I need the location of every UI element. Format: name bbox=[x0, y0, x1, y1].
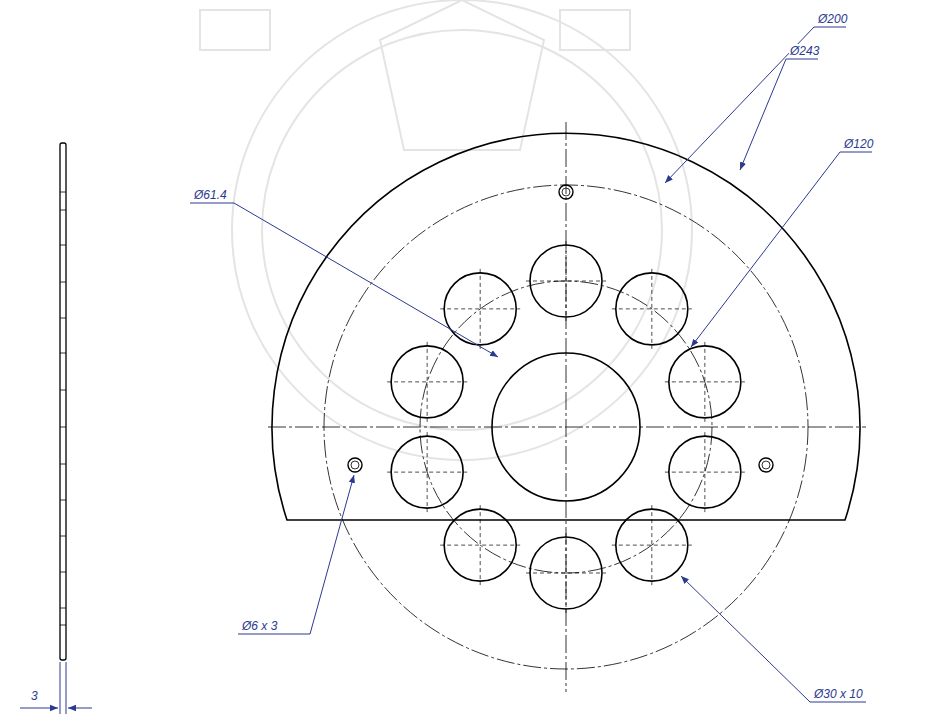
bolt-hole bbox=[440, 269, 520, 349]
small-hole bbox=[559, 185, 573, 199]
hidden-edge bbox=[60, 427, 66, 428]
hidden-edge bbox=[60, 500, 66, 501]
bolt-hole bbox=[665, 432, 745, 512]
dimension-label: Ø243 bbox=[789, 44, 820, 58]
hidden-edge bbox=[60, 210, 66, 211]
hidden-edge bbox=[60, 625, 66, 626]
bolt-hole bbox=[387, 432, 467, 512]
hidden-edge bbox=[60, 608, 66, 609]
hidden-edge bbox=[60, 572, 66, 573]
bolt-hole bbox=[526, 533, 606, 613]
hidden-edge bbox=[60, 353, 66, 354]
hidden-edge bbox=[60, 192, 66, 193]
dimension-label: Ø30 x 10 bbox=[813, 687, 864, 701]
hidden-edge bbox=[60, 464, 66, 465]
dimension-label: Ø120 bbox=[843, 137, 874, 151]
centerlines bbox=[268, 122, 866, 692]
pitch-circle-120 bbox=[420, 281, 712, 573]
hidden-edge bbox=[60, 390, 66, 391]
side-view bbox=[60, 143, 66, 660]
dimension-label: Ø200 bbox=[817, 12, 848, 26]
bolt-hole bbox=[526, 241, 606, 321]
bolt-hole bbox=[440, 505, 520, 585]
hidden-edge bbox=[60, 245, 66, 246]
dimension-label: 3 bbox=[30, 689, 39, 703]
hidden-edge bbox=[60, 282, 66, 283]
leader-lines bbox=[20, 27, 872, 714]
bolt-hole bbox=[612, 505, 692, 585]
dimension-label: Ø6 x 3 bbox=[241, 619, 278, 633]
bolt-hole bbox=[665, 342, 745, 422]
pitch-circle-200 bbox=[324, 185, 808, 669]
dimension-label: Ø61.4 bbox=[193, 188, 228, 202]
small-hole bbox=[759, 458, 773, 472]
hidden-edge bbox=[60, 318, 66, 319]
bolt-hole bbox=[387, 342, 467, 422]
bolt-hole bbox=[612, 269, 692, 349]
hidden-edge bbox=[60, 536, 66, 537]
small-hole bbox=[348, 458, 362, 472]
